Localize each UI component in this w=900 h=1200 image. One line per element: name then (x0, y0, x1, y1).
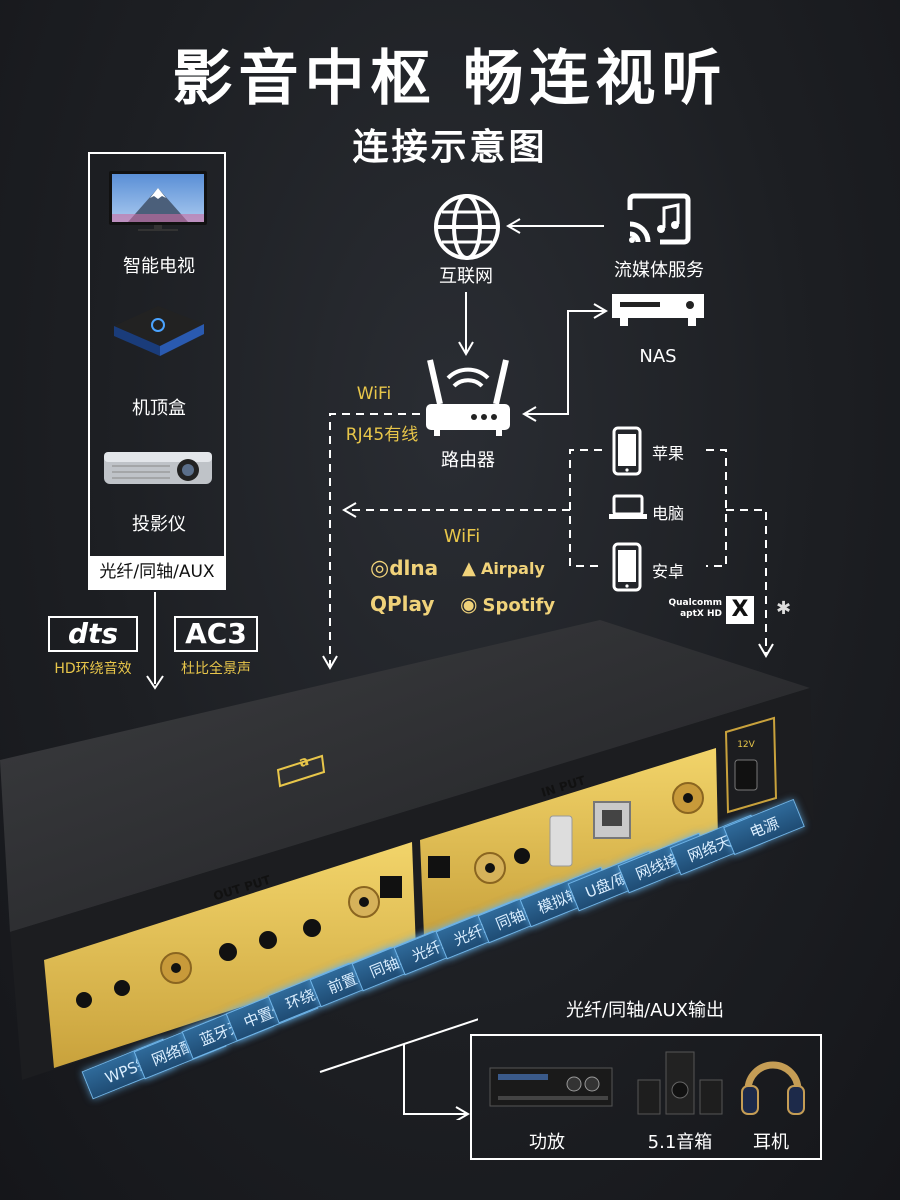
ac3-caption: 杜比全景声 (181, 661, 251, 677)
diagram-subtitle: 连接示意图 (352, 127, 548, 168)
streaming-label: 流媒体服务 (614, 260, 704, 281)
aptx-hd-line2: aptX HD (680, 609, 722, 619)
ac3-logo: AC3 (174, 616, 258, 652)
aptx-hd-logo: Qualcomm aptX HD (660, 598, 723, 620)
rj45-connection-label: RJ45有线 (345, 425, 419, 445)
globe-icon (434, 194, 500, 260)
headphones-image (741, 1061, 805, 1115)
laptop-icon (609, 494, 647, 519)
dts-logo: dts (48, 616, 138, 652)
bluetooth-icon: ✱ (776, 598, 792, 619)
dlna-logo: ◎dlna (370, 556, 439, 581)
nas-label: NAS (639, 346, 677, 367)
airplay-logo-text: Airpaly (480, 559, 545, 578)
airplay-logo: ▲ Airpaly (462, 558, 545, 579)
source-label-projector: 投影仪 (132, 514, 186, 535)
source-connection-types: 光纤/同轴/AUX (90, 556, 224, 588)
output-label-amplifier: 功放 (529, 1132, 565, 1153)
dts-logo-text: dts (67, 617, 119, 650)
smart-tv-image (108, 170, 208, 232)
router-label: 路由器 (441, 450, 495, 471)
power-12v-label: 12V (737, 740, 755, 750)
output-label-speakers: 5.1音箱 (647, 1132, 713, 1153)
source-devices-panel: 智能电视 机顶盒 投影仪 光纤/同轴/AUX (88, 152, 226, 590)
set-top-box-image (106, 296, 210, 362)
audio-decoder-device (0, 620, 814, 1080)
output-caption: 光纤/同轴/AUX输出 (566, 1000, 724, 1021)
device-label-android: 安卓 (651, 562, 684, 581)
device-label-apple: 苹果 (651, 444, 684, 463)
phone-icon (612, 426, 642, 476)
wifi-protocols-label: WiFi (443, 526, 481, 547)
spotify-logo: ◉ Spotify (460, 592, 556, 616)
source-label-stb: 机顶盒 (132, 398, 186, 419)
nas-icon (612, 294, 704, 326)
dts-caption: HD环绕音效 (54, 661, 132, 677)
android-phone-icon (612, 542, 642, 592)
qplay-logo-text: QPlay (370, 592, 435, 616)
router-icon (426, 359, 510, 436)
output-arrow (319, 1018, 478, 1120)
source-down-arrow (146, 592, 164, 690)
spotify-logo-text: Spotify (482, 595, 556, 616)
aptx-hd-line1: Qualcomm (668, 598, 723, 608)
wifi-connection-label: WiFi (356, 384, 392, 404)
aptx-mark-icon: X (726, 596, 754, 624)
output-devices-panel: 功放 5.1音箱 耳机 (470, 1034, 822, 1160)
output-label-headphones: 耳机 (753, 1132, 789, 1153)
device-label-pc: 电脑 (651, 504, 684, 523)
network-connection-lines (0, 0, 900, 700)
projector-image (100, 444, 216, 490)
amplifier-image (489, 1067, 613, 1107)
internet-label: 互联网 (439, 266, 493, 287)
qplay-logo: QPlay (370, 592, 450, 616)
ac3-logo-text: AC3 (185, 617, 247, 650)
cast-music-icon (627, 193, 691, 245)
speakers-image (637, 1051, 723, 1115)
source-label-tv: 智能电视 (123, 256, 195, 277)
main-title: 影音中枢 畅连视听 (172, 44, 728, 114)
dlna-logo-text: dlna (389, 556, 439, 580)
